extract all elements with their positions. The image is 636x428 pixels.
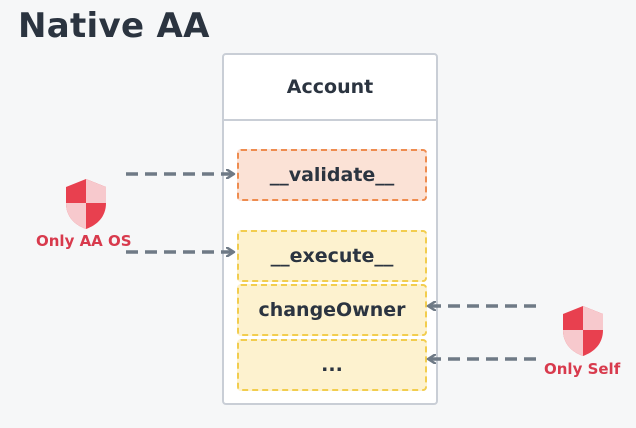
account-header: Account [224,55,436,121]
account-container: Account __validate__ __execute__ changeO… [222,53,438,405]
shield-icon [66,179,106,229]
only-aa-os-label: Only AA OS [36,232,132,250]
function-change-owner: changeOwner [237,284,427,336]
function-validate: __validate__ [237,149,427,201]
shield-icon [563,306,603,356]
function-ellipsis: ... [237,339,427,391]
function-execute: __execute__ [237,230,427,282]
page-title: Native AA [18,6,210,46]
only-self-label: Only Self [544,360,621,378]
